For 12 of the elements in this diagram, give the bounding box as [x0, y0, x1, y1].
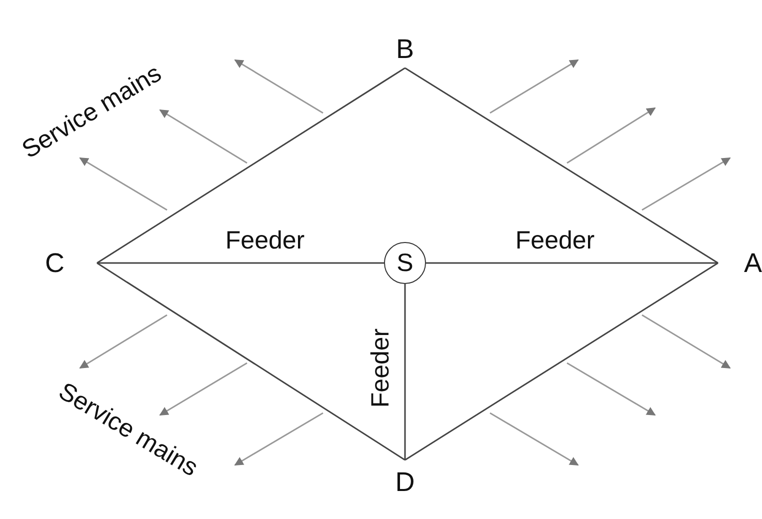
ring-main-line: [96, 262, 406, 461]
vertex-label: A: [718, 250, 762, 276]
ring-main-line: [96, 67, 406, 264]
ring-main-line: [404, 262, 718, 461]
vertex-label: C: [45, 250, 97, 276]
vertex-label: B: [390, 36, 420, 68]
feeder-line: [404, 284, 406, 460]
ring-main-line: [404, 67, 718, 264]
vertex-label: D: [390, 460, 420, 496]
feeder-line: [426, 262, 718, 264]
substation-circle: S: [384, 242, 426, 284]
feeder-line: [97, 262, 384, 264]
